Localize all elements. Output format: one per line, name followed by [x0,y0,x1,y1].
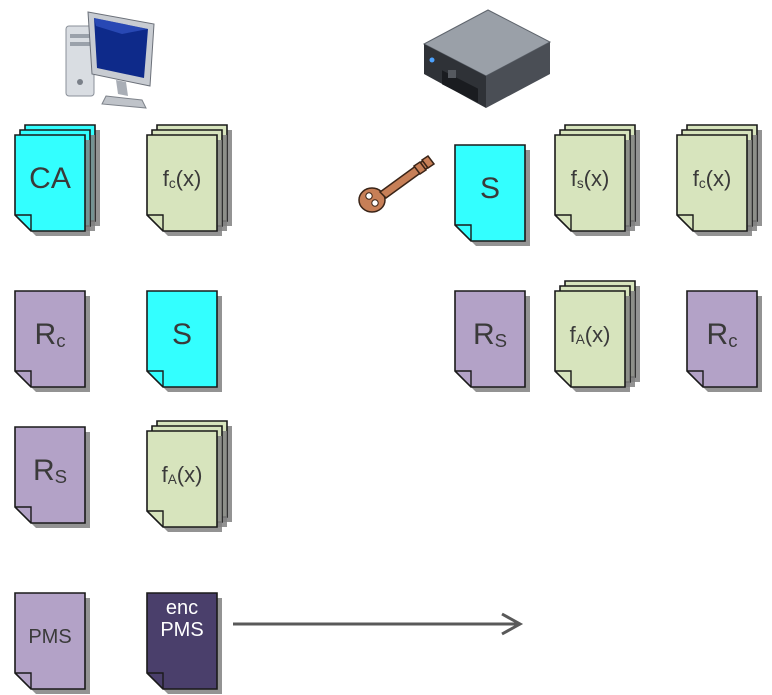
client-s-cert-shape [146,290,222,392]
server-fa-func-fold [555,370,572,387]
client-fa-func-page [146,430,218,528]
server-fs-func-shape [554,124,640,236]
client-pms-label: PMS [28,626,72,648]
server-fa-func-shape [554,280,640,392]
client-rc-page [14,290,86,388]
server-fc-func-shape [676,124,762,236]
client-ca-cert-page [14,134,86,232]
server-rs-fold [455,370,472,387]
client-s-cert-page [146,290,218,388]
client-ca-cert-shape [14,124,100,236]
client-s-cert-label: S [171,318,192,351]
server-s-cert-label: S [479,172,500,205]
client-fc-func-fold [147,214,164,231]
private-key-icon [356,152,440,220]
client-ca-cert-fold [15,214,32,231]
server-rc-shape [686,290,762,392]
client-ca-cert-label: CA [29,162,71,195]
client-fa-func-fold [147,510,164,527]
client-pms-shape [14,592,90,694]
client-rs-page [14,426,86,524]
server-rc-fold [687,370,704,387]
client-rc-fold [15,370,32,387]
server-s-cert-page [454,144,526,242]
client-enc-pms-shape [146,592,222,694]
server-fc-func-fold [677,214,694,231]
client-enc-pms-fold [147,672,164,689]
client-fc-func-shape [146,124,232,236]
server-rs-shape [454,290,530,392]
server-rc-page [686,290,758,388]
server-fs-func-page [554,134,626,232]
client-rc-shape [14,290,90,392]
server-s-cert-shape [454,144,530,246]
server-icon [418,6,556,110]
server-rs-page [454,290,526,388]
server-s-cert-fold [455,224,472,241]
client-rs-fold [15,506,32,523]
client-fc-func-page [146,134,218,232]
client-s-cert-fold [147,370,164,387]
client-rs-shape [14,426,90,528]
desktop-computer-icon [62,4,162,114]
server-fs-func-fold [555,214,572,231]
server-fc-func-page [676,134,748,232]
client-pms-fold [15,672,32,689]
server-fa-func-page [554,290,626,388]
client-fa-func-shape [146,420,232,532]
